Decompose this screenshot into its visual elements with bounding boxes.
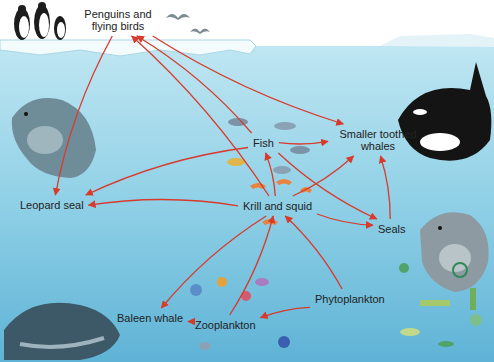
organism-label: Baleen whale <box>115 311 185 325</box>
feeding-arrow <box>381 156 391 219</box>
phytoplankton <box>399 263 482 347</box>
feeding-arrow <box>266 153 276 196</box>
feeding-arrow <box>137 36 252 133</box>
feeding-arrow <box>230 216 274 315</box>
feeding-arrow <box>317 214 373 225</box>
organism-name: Phytoplankton <box>315 293 385 305</box>
organism-label: Penguins and flying birds <box>74 7 162 33</box>
humpback-whale <box>4 303 120 360</box>
fish <box>227 118 310 174</box>
feeding-arrow <box>55 36 112 195</box>
feeding-arrow <box>279 141 328 144</box>
orca <box>398 62 491 161</box>
organism-label: Krill and squid <box>241 199 314 213</box>
feeding-arrow <box>153 36 344 124</box>
leopard-seal <box>12 98 96 178</box>
feeding-arrow <box>285 216 342 289</box>
sea <box>0 46 494 362</box>
organism-name: Krill and squid <box>243 200 312 212</box>
organism-name: Smaller toothed whales <box>333 128 423 152</box>
organism-name: Zooplankton <box>195 319 256 331</box>
feeding-arrow <box>132 36 269 196</box>
organism-label: Fish <box>251 136 276 150</box>
feeding-arrow <box>86 148 248 196</box>
organism-label: Zooplankton <box>193 318 258 332</box>
organism-name: Fish <box>253 137 274 149</box>
organism-label: Seals <box>376 222 408 236</box>
flying-birds <box>166 14 210 34</box>
seal <box>420 212 489 292</box>
feeding-arrow <box>161 216 266 308</box>
organism-name: Penguins and flying birds <box>76 8 160 32</box>
feeding-arrow <box>89 199 238 205</box>
feeding-arrow <box>261 307 311 317</box>
penguins <box>14 2 66 40</box>
organism-label: Smaller toothed whales <box>331 127 425 153</box>
organism-name: Seals <box>378 223 406 235</box>
feeding-arrow <box>188 321 190 323</box>
feeding-arrow <box>293 156 354 196</box>
organism-label: Leopard seal <box>18 198 86 212</box>
distant-ice <box>380 34 494 47</box>
organism-name: Baleen whale <box>117 312 183 324</box>
organism-label: Phytoplankton <box>313 292 387 306</box>
organism-name: Leopard seal <box>20 199 84 211</box>
ice-shelf <box>0 40 256 56</box>
